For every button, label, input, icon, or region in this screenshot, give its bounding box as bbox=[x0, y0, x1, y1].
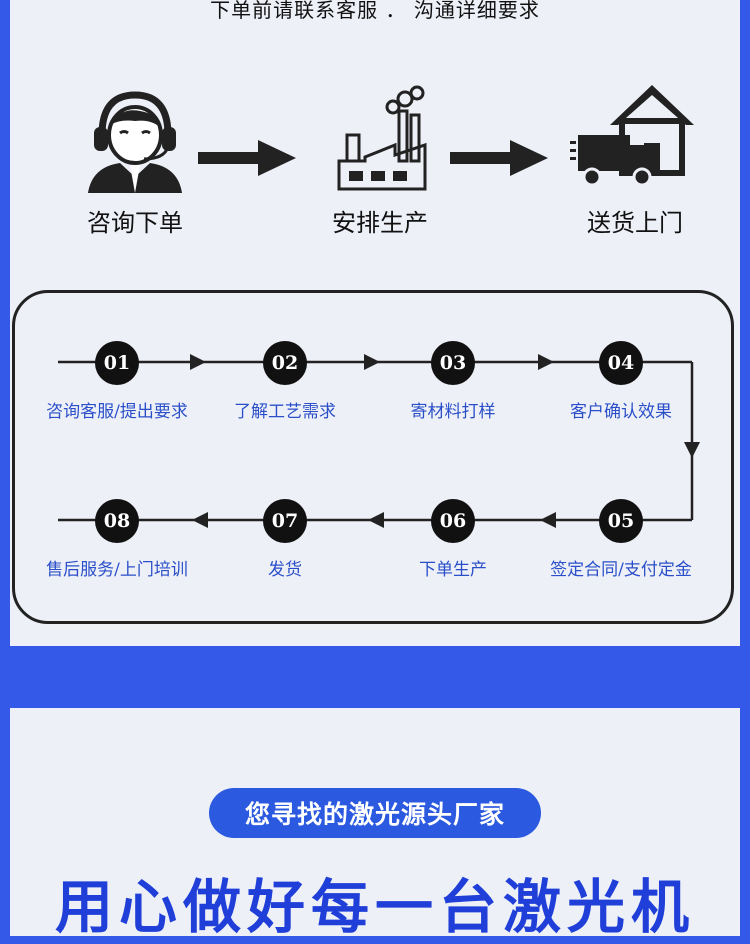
step-label: 安排生产 bbox=[332, 209, 428, 237]
step-number: 02 bbox=[263, 341, 307, 385]
step-delivery: 送货上门 bbox=[550, 85, 720, 238]
step-number: 01 bbox=[95, 341, 139, 385]
badge: 您寻找的激光源头厂家 bbox=[209, 788, 541, 838]
step-desc: 客户确认效果 bbox=[570, 402, 672, 422]
step-number: 08 bbox=[95, 499, 139, 543]
step-number: 03 bbox=[431, 341, 475, 385]
factory-icon bbox=[337, 85, 427, 191]
step-number: 04 bbox=[599, 341, 643, 385]
step-number: 07 bbox=[263, 499, 307, 543]
step-desc: 售后服务/上门培训 bbox=[46, 560, 188, 580]
step-number: 05 bbox=[599, 499, 643, 543]
step-desc: 咨询客服/提出要求 bbox=[46, 402, 188, 422]
arrow-right-icon bbox=[198, 140, 296, 176]
step-label: 咨询下单 bbox=[87, 209, 183, 237]
arrow-right-icon bbox=[450, 140, 548, 176]
step-consult: 咨询下单 bbox=[50, 85, 220, 238]
flow-box: 01 02 03 04 05 06 07 08 咨询客服/提出要求 了解工艺需求… bbox=[12, 290, 734, 624]
flow-lines bbox=[58, 354, 700, 528]
step-desc: 签定合同/支付定金 bbox=[550, 560, 692, 580]
step-label: 送货上门 bbox=[587, 209, 683, 237]
customer-service-icon bbox=[88, 91, 182, 193]
step-desc: 了解工艺需求 bbox=[234, 402, 336, 422]
process-panel: 下单前请联系客服 ． 沟通详细要求 咨询下单 bbox=[10, 0, 740, 646]
step-desc: 发货 bbox=[268, 560, 302, 580]
delivery-house-icon bbox=[570, 85, 694, 187]
step-produce: 安排生产 bbox=[295, 85, 465, 238]
step-desc: 下单生产 bbox=[419, 560, 487, 580]
step-number: 06 bbox=[431, 499, 475, 543]
promo-panel: 您寻找的激光源头厂家 用心做好每一台激光机 bbox=[10, 708, 740, 941]
step-desc: 寄材料打样 bbox=[410, 402, 496, 422]
headline: 用心做好每一台激光机 bbox=[54, 873, 695, 941]
top-note: 下单前请联系客服 ． 沟通详细要求 bbox=[210, 0, 540, 22]
